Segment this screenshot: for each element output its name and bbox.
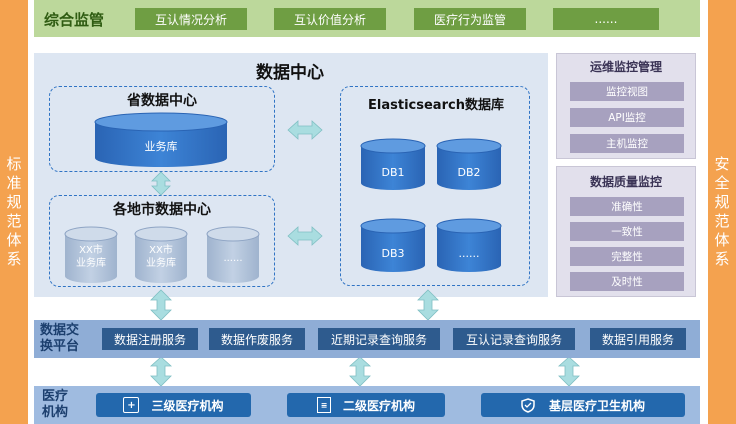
service-register[interactable]: 数据注册服务 [102,328,198,350]
city-db-label-2: XX市 业务库 [146,245,176,269]
arrow-city-exchange [150,289,172,321]
clinic-icon: ≡ [316,397,331,413]
es-title: Elasticsearch数据库 [368,98,504,113]
monitor-button-more[interactable]: ...... [553,8,659,30]
province-center-box [49,86,275,172]
ops-item-api-monitor[interactable]: API监控 [570,108,684,127]
monitor-title: 综合监管 [44,10,105,29]
inst-secondary[interactable]: ≡ 二级医疗机构 [287,393,445,417]
quality-item-timeliness[interactable]: 及时性 [570,272,684,291]
quality-panel-title: 数据质量监控 [589,175,662,189]
city-db-cylinder-2 [134,226,188,283]
quality-item-consistency[interactable]: 一致性 [570,222,684,241]
hospital-icon: + [123,397,140,413]
inst-primary-label: 基层医疗卫生机构 [548,398,645,413]
arrow-province-es [287,120,323,140]
monitor-button-2[interactable]: 互认价值分析 [274,8,386,30]
left-rail-standards: 标准规范体系 [0,0,28,424]
left-rail-label: 标准规范体系 [6,155,22,268]
inst-primary[interactable]: 基层医疗卫生机构 [481,393,685,417]
es-db3-cylinder [360,218,426,272]
inst-tertiary[interactable]: + 三级医疗机构 [96,393,251,417]
city-db-label-1: XX市 业务库 [76,245,106,269]
es-db2-cylinder [436,138,502,190]
exchange-label: 数据交 换平台 [40,323,80,354]
es-db3-label: DB3 [381,247,405,260]
monitor-button-1[interactable]: 互认情况分析 [135,8,247,30]
province-db-label: 业务库 [144,140,178,153]
data-center-title: 数据中心 [256,63,324,83]
quality-item-accuracy[interactable]: 准确性 [570,197,684,216]
city-db-cylinder-1 [64,226,118,283]
arrow-exchange-inst-3 [557,356,581,387]
service-void[interactable]: 数据作废服务 [209,328,305,350]
city-db-label-3: ...... [223,253,243,264]
quality-item-completeness[interactable]: 完整性 [570,247,684,266]
es-db4-cylinder [436,218,502,272]
ops-panel-title: 运维监控管理 [589,60,662,74]
right-rail-label: 安全规范体系 [714,155,730,268]
es-db2-label: DB2 [457,166,481,179]
es-db1-label: DB1 [381,166,405,179]
es-box [340,86,530,286]
arrow-exchange-inst-1 [149,356,173,387]
es-db4-label: ...... [458,247,480,260]
inst-secondary-label: 二级医疗机构 [342,398,415,413]
monitor-button-3[interactable]: 医疗行为监管 [414,8,526,30]
arrow-exchange-inst-2 [348,356,372,387]
ops-item-monitor-view[interactable]: 监控视图 [570,82,684,101]
institutions-label: 医疗 机构 [42,389,69,420]
arrow-province-city [151,171,171,196]
service-recent-query[interactable]: 近期记录查询服务 [318,328,440,350]
city-center-title: 各地市数据中心 [113,202,211,218]
ops-item-host-monitor[interactable]: 主机监控 [570,134,684,153]
arrow-es-exchange [417,289,439,321]
city-center-box [49,195,275,287]
arrow-city-es [287,226,323,246]
service-mutual-query[interactable]: 互认记录查询服务 [453,328,575,350]
province-db-cylinder [94,112,228,167]
inst-tertiary-label: 三级医疗机构 [151,398,224,413]
service-reference[interactable]: 数据引用服务 [590,328,686,350]
right-rail-security: 安全规范体系 [708,0,736,424]
city-db-cylinder-3 [206,226,260,283]
shield-icon [521,397,535,413]
es-db1-cylinder [360,138,426,190]
province-center-title: 省数据中心 [127,93,197,109]
